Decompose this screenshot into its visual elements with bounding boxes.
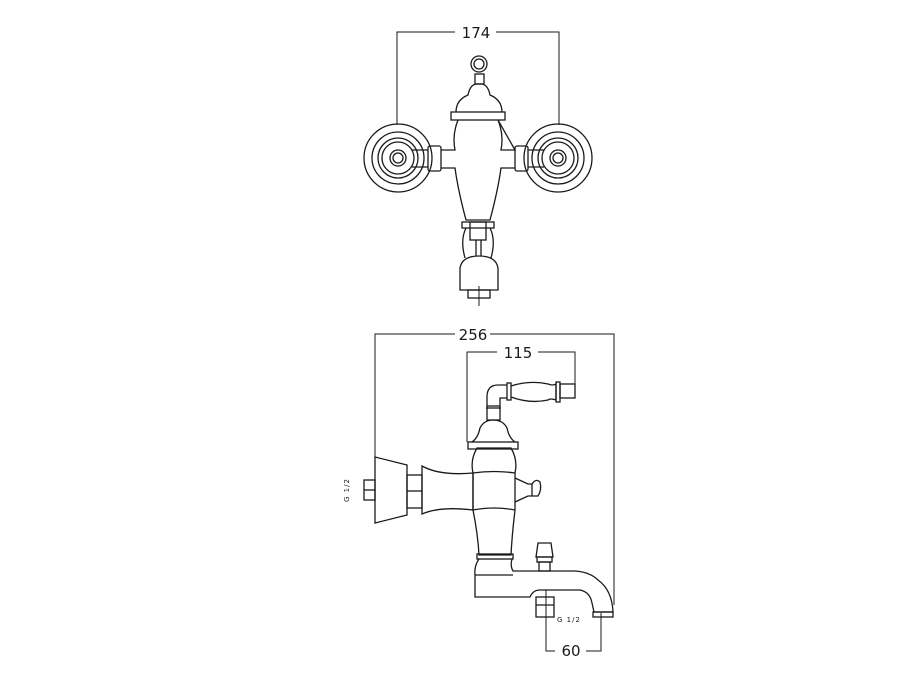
bottom-outlet-thread-label: G 1/2 (557, 616, 581, 624)
left-valve-rosette (363, 123, 433, 193)
dimension-60: 60 (545, 600, 602, 660)
diverter-knob (535, 542, 554, 572)
dimension-256-label: 256 (459, 326, 488, 344)
top-view: 174 (363, 24, 593, 306)
right-valve-rosette (523, 123, 593, 193)
dimension-60-label: 60 (561, 642, 580, 660)
valve-body (467, 381, 576, 560)
dimension-115: 115 (466, 344, 576, 442)
bath-spout: G 1/2 (474, 558, 614, 624)
dimension-174: 174 (396, 24, 560, 125)
top-body (412, 55, 544, 306)
wall-inlet: G 1/2 (343, 456, 474, 524)
side-view: 256 115 60 G 1/2 (343, 326, 615, 660)
dimension-256: 256 (374, 326, 615, 605)
wall-inlet-thread-label: G 1/2 (343, 478, 351, 502)
dimension-115-label: 115 (504, 344, 533, 362)
dimension-174-label: 174 (462, 24, 491, 42)
